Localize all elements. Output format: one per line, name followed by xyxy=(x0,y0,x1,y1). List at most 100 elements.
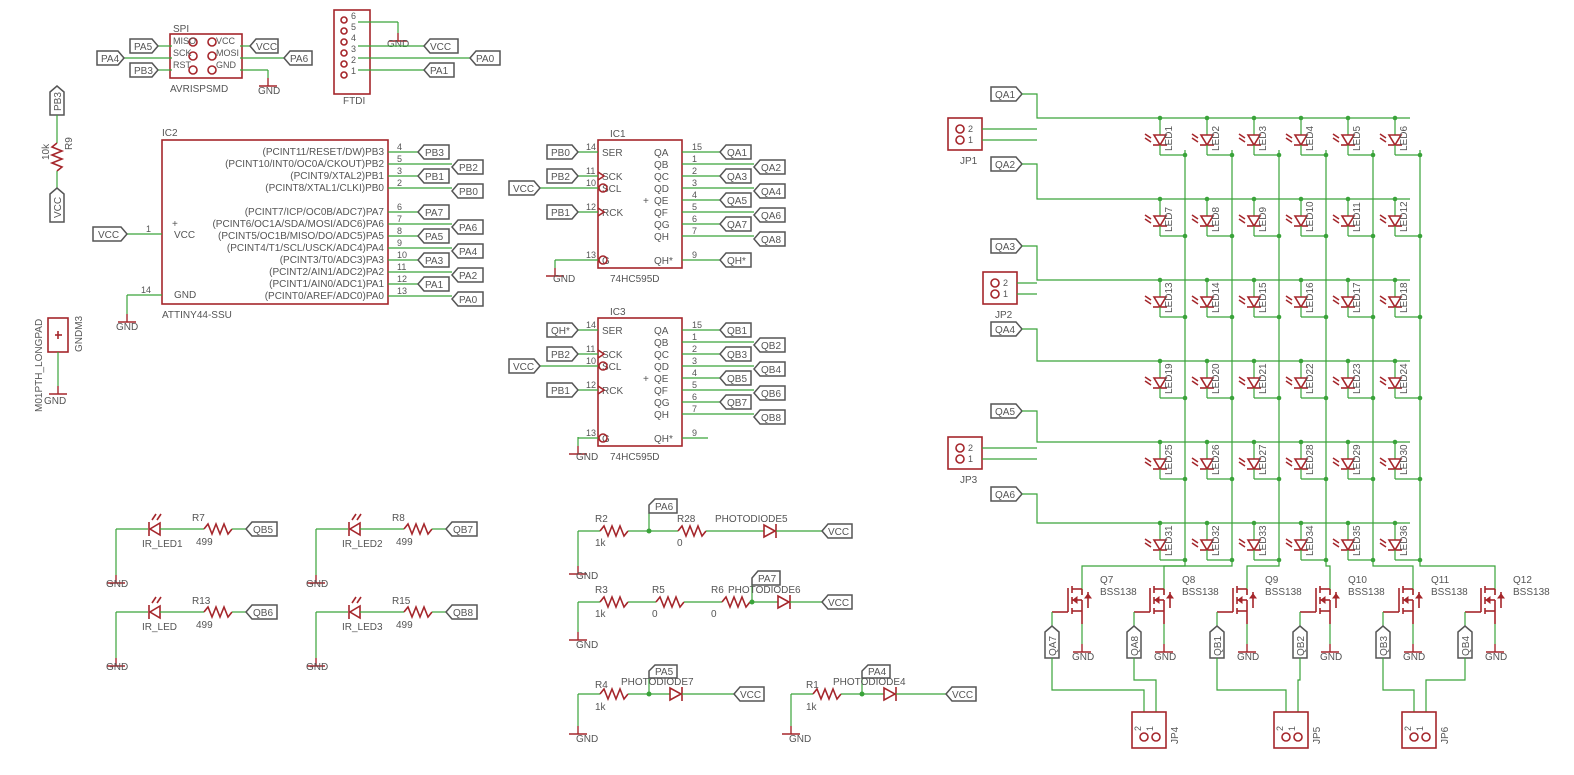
net-label-pa2: PA2 xyxy=(451,267,484,283)
svg-text:PA4: PA4 xyxy=(101,54,120,65)
ic2-value: ATTINY44-SSU xyxy=(162,310,232,321)
r4-value: 1k xyxy=(595,702,607,713)
ic2-pin-num: 11 xyxy=(397,262,406,272)
net-label-qa6: QA6 xyxy=(753,207,786,223)
spi-pin-vcc: VCC xyxy=(216,36,236,46)
svg-text:GND: GND xyxy=(553,274,575,285)
ic3-74hc595: IC3 74HC595D + GND SER14QH*SCK11PB2SCL10… xyxy=(508,307,786,463)
matrix-led: LED16 xyxy=(1285,277,1326,318)
svg-text:PB2: PB2 xyxy=(551,172,570,183)
ic3-pin-label: QH* xyxy=(654,434,673,445)
svg-text:QA1: QA1 xyxy=(727,148,747,159)
svg-text:QB8: QB8 xyxy=(761,413,781,424)
header-pin: 2 xyxy=(968,124,973,134)
mosfet-value: BSS138 xyxy=(1348,587,1385,598)
gndm3-name: GNDM3 xyxy=(74,315,85,352)
svg-text:PB1: PB1 xyxy=(551,386,570,397)
r9-net-bottom: VCC xyxy=(53,197,64,218)
svg-text:QA8: QA8 xyxy=(761,235,781,246)
net-label-pb1: PB1 xyxy=(417,168,450,184)
net-label-qb6: QB6 xyxy=(753,385,786,401)
ic1-pin-num: 1 xyxy=(692,154,697,164)
header-pin: 2 xyxy=(1133,726,1143,731)
ic3-pin-label: RCK xyxy=(602,386,623,397)
svg-text:QB5: QB5 xyxy=(727,374,747,385)
net-label-qb3: QB3 xyxy=(1379,636,1390,656)
header-name: JP3 xyxy=(960,475,978,486)
ic2-pin-num: 3 xyxy=(397,166,402,176)
ic3-pin-label: SER xyxy=(602,326,623,337)
led-label: LED26 xyxy=(1211,444,1222,475)
header-pin: 1 xyxy=(1145,726,1155,731)
net-label-qb7: QB7 xyxy=(445,521,478,537)
ic2-pin-num: 10 xyxy=(397,250,407,260)
ic2-pin-num: 13 xyxy=(397,286,407,296)
net-label-qa5: QA5 xyxy=(719,192,752,208)
svg-text:PA6: PA6 xyxy=(655,502,674,513)
svg-text:PA6: PA6 xyxy=(459,223,478,234)
matrix-led: LED20 xyxy=(1191,358,1232,399)
svg-text:4: 4 xyxy=(351,33,356,43)
ic2-pin-label: (PCINT1/AIN0/ADC1)PA1 xyxy=(269,279,384,290)
ic3-pin-label: QH xyxy=(654,410,669,421)
r9-net-top: PB3 xyxy=(53,92,64,111)
gndm3-value: M01PTH_LONGPAD xyxy=(34,319,45,412)
r6-name: R6 xyxy=(711,585,724,596)
svg-text:QA3: QA3 xyxy=(727,172,747,183)
svg-text:QB6: QB6 xyxy=(253,608,273,619)
svg-text:QA2: QA2 xyxy=(761,163,781,174)
resistor-r9: PB3 10k R9 VCC xyxy=(41,85,75,223)
svg-text:VCC: VCC xyxy=(740,690,761,701)
matrix-led: LED11 xyxy=(1332,196,1373,237)
svg-text:QB7: QB7 xyxy=(453,525,473,536)
ic2-pin-num: 8 xyxy=(397,226,402,236)
svg-text:PA7: PA7 xyxy=(425,208,444,219)
header-pin: 2 xyxy=(1003,278,1008,288)
svg-text:QA1: QA1 xyxy=(995,90,1015,101)
mosfet-value: BSS138 xyxy=(1513,587,1550,598)
photodiode7-name: PHOTODIODE7 xyxy=(621,677,694,688)
net-label-vcc-pd6: VCC xyxy=(821,594,853,610)
ir-led-name: IR_LED xyxy=(142,622,177,633)
matrix-led: LED3 xyxy=(1238,115,1279,156)
spi-pin-mosi: MOSI xyxy=(216,48,239,58)
led-label: LED15 xyxy=(1258,282,1269,313)
ic2-pin-num: 6 xyxy=(397,202,402,212)
mosfet-name: Q10 xyxy=(1348,575,1367,586)
mosfet-gnd-label: GND xyxy=(1072,652,1094,663)
ic1-pin-label: QG xyxy=(654,220,670,231)
svg-text:QB7: QB7 xyxy=(727,398,747,409)
svg-text:PB3: PB3 xyxy=(134,66,153,77)
mosfet-name: Q8 xyxy=(1182,575,1196,586)
led-label: LED5 xyxy=(1352,126,1363,151)
header-name: JP4 xyxy=(1170,726,1181,744)
net-label-qa2: QA2 xyxy=(990,156,1023,172)
mosfet-gnd-label: GND xyxy=(1154,652,1176,663)
matrix-led: LED10 xyxy=(1285,196,1326,237)
header-pin: 1 xyxy=(1003,289,1008,299)
matrix-led: LED26 xyxy=(1191,439,1232,480)
net-label-pb2: PB2 xyxy=(546,168,579,184)
ic3-pin-label: QC xyxy=(654,350,669,361)
led-label: LED34 xyxy=(1305,525,1316,556)
svg-text:PB2: PB2 xyxy=(551,350,570,361)
ic1-pin-label: SCK xyxy=(602,172,623,183)
led-label: LED29 xyxy=(1352,444,1363,475)
header-pin: 1 xyxy=(1287,726,1297,731)
mosfet-value: BSS138 xyxy=(1431,587,1468,598)
ic3-pin-num: 9 xyxy=(692,428,697,438)
net-label-qa3: QA3 xyxy=(990,238,1023,254)
net-label-pa4: PA4 xyxy=(96,50,125,66)
net-label-pa0: PA0 xyxy=(451,291,484,307)
ic2-pin-label: (PCINT8/XTAL1/CLKI)PB0 xyxy=(265,183,384,194)
svg-text:PB1: PB1 xyxy=(425,172,444,183)
header-pin: 1 xyxy=(968,454,973,464)
ic2-name: IC2 xyxy=(162,128,178,139)
ic1-pin-label: RCK xyxy=(602,208,623,219)
led-label: LED13 xyxy=(1164,282,1175,313)
net-label-vcc-ftdi: VCC xyxy=(423,38,459,54)
